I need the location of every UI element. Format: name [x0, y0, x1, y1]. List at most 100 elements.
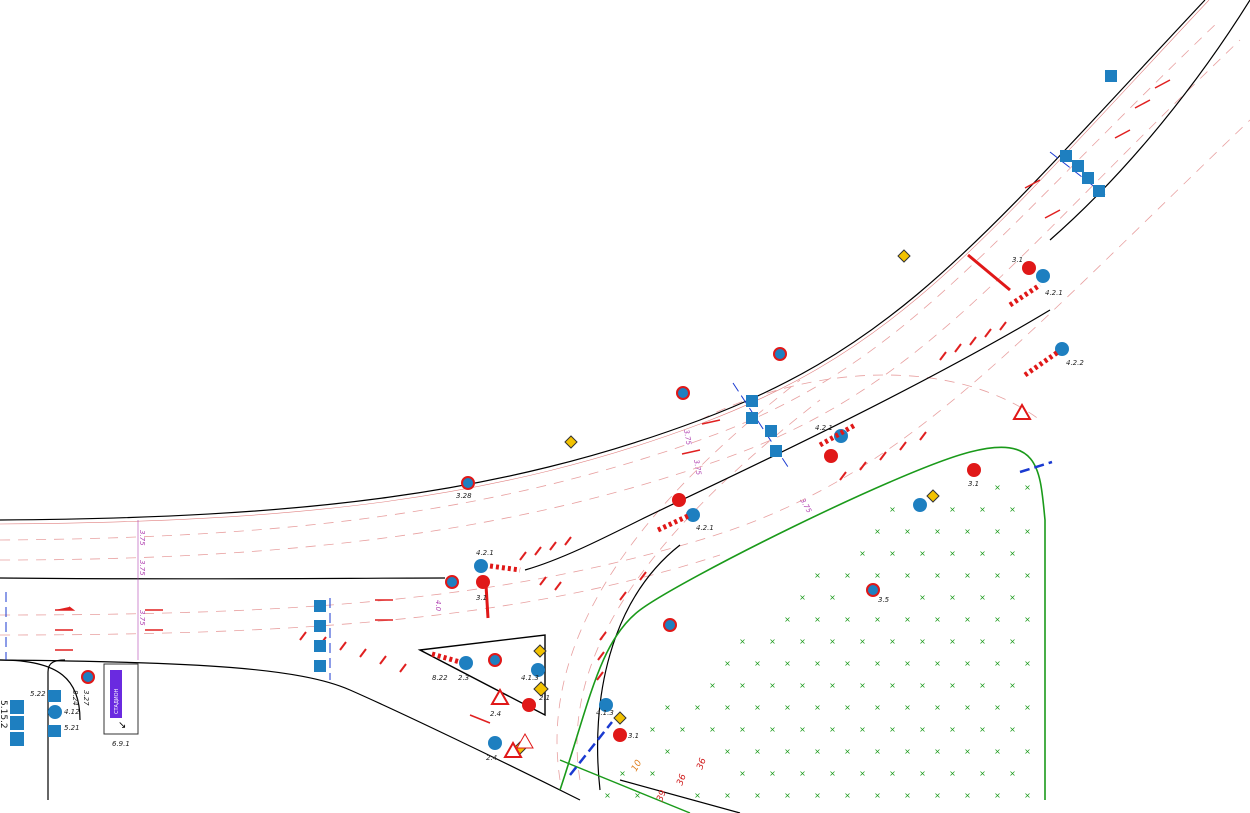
- label-2-3: 2.3: [458, 674, 469, 682]
- vegetation-mark: ×: [949, 549, 956, 558]
- vegetation-mark: ×: [1009, 681, 1016, 690]
- vegetation-mark: ×: [844, 659, 851, 668]
- vegetation-mark: ×: [919, 769, 926, 778]
- vegetation-mark: ×: [994, 615, 1001, 624]
- vegetation-mark: ×: [844, 703, 851, 712]
- vegetation-mark: ×: [1009, 505, 1016, 514]
- vegetation-mark: ×: [964, 791, 971, 800]
- vegetation-mark: ×: [949, 593, 956, 602]
- vegetation-mark: ×: [949, 505, 956, 514]
- vegetation-mark: ×: [994, 483, 1001, 492]
- vegetation-mark: ×: [634, 791, 641, 800]
- vegetation-mark: ×: [754, 791, 761, 800]
- vegetation-mark: ×: [964, 571, 971, 580]
- traffic-island-bollards: [431, 282, 1060, 665]
- vegetation-mark: ×: [784, 791, 791, 800]
- vegetation-mark: ×: [979, 681, 986, 690]
- vegetation-mark: ×: [829, 593, 836, 602]
- vegetation-mark: ×: [964, 747, 971, 756]
- vegetation-mark: ×: [694, 791, 701, 800]
- dimension-label: 39: [655, 789, 668, 803]
- label-3-28: 3.28: [456, 492, 472, 500]
- vegetation-mark: ×: [814, 791, 821, 800]
- label-3-1: 3.1: [628, 732, 639, 740]
- vegetation-mark: ×: [769, 769, 776, 778]
- road-dimensions: 39 36 36 10: [630, 757, 709, 803]
- vegetation-mark: ×: [1024, 615, 1031, 624]
- vegetation-mark: ×: [934, 615, 941, 624]
- vegetation-mark: ×: [889, 769, 896, 778]
- vegetation-mark: ×: [964, 659, 971, 668]
- vegetation-mark: ×: [934, 527, 941, 536]
- label-3-1: 3.1: [1012, 256, 1023, 264]
- vegetation-mark: ×: [784, 659, 791, 668]
- vegetation-mark: ×: [799, 725, 806, 734]
- label-4-2-1: 4.2.1: [1045, 289, 1063, 297]
- vegetation-mark: ×: [844, 571, 851, 580]
- vegetation-mark: ×: [649, 769, 656, 778]
- vegetation-mark: ×: [889, 725, 896, 734]
- dimension-label: 3.75: [138, 610, 146, 626]
- dimension-label: 10: [630, 758, 645, 773]
- vegetation-mark: ×: [904, 571, 911, 580]
- label-4-12: 4.12: [64, 708, 80, 716]
- label-8-22: 8.22: [432, 674, 448, 682]
- lane-width-dimensions: 3.75 3.75 3.75 4.0 3.75 3.75 3.75: [137, 429, 813, 660]
- green-area: × × × × × × × × × × × × × × × × × × × × × × × × × × × × × × × × × × × × × × × ×…: [559, 446, 1046, 813]
- vegetation-mark: ×: [814, 747, 821, 756]
- stop-lines: [484, 253, 1011, 619]
- vegetation-mark: ×: [904, 615, 911, 624]
- hatch-markings: [299, 321, 1007, 681]
- dimension-label: 3.75: [138, 560, 146, 576]
- vegetation-mark: ×: [949, 681, 956, 690]
- vegetation-marks: × × × × × × × × × × × × × × × × × × × × × × × × × × × × × × × × × × × × × × × ×…: [604, 483, 1031, 800]
- vegetation-mark: ×: [859, 725, 866, 734]
- vegetation-mark: ×: [859, 637, 866, 646]
- vegetation-mark: ×: [739, 769, 746, 778]
- vegetation-mark: ×: [919, 549, 926, 558]
- label-4-1-3: 4.1.3: [521, 674, 539, 682]
- lane-direction-sign: [10, 70, 1117, 746]
- vegetation-mark: ×: [739, 637, 746, 646]
- vegetation-mark: ×: [874, 571, 881, 580]
- vegetation-mark: ×: [799, 769, 806, 778]
- label-6-9-1: 6.9.1: [112, 740, 130, 748]
- vegetation-mark: ×: [964, 527, 971, 536]
- road-signs: СТАДИОН ↘: [10, 70, 1117, 758]
- vegetation-mark: ×: [709, 681, 716, 690]
- vegetation-mark: ×: [994, 571, 1001, 580]
- vegetation-mark: ×: [1024, 659, 1031, 668]
- vegetation-mark: ×: [994, 747, 1001, 756]
- vegetation-mark: ×: [829, 637, 836, 646]
- vegetation-mark: ×: [919, 725, 926, 734]
- vegetation-mark: ×: [874, 615, 881, 624]
- vegetation-mark: ×: [649, 725, 656, 734]
- vegetation-mark: ×: [1024, 483, 1031, 492]
- label-4-2-2: 4.2.2: [1066, 359, 1084, 367]
- vegetation-mark: ×: [724, 659, 731, 668]
- vegetation-mark: ×: [934, 703, 941, 712]
- vegetation-mark: ×: [934, 571, 941, 580]
- no-entry-signs: [476, 261, 1036, 742]
- vegetation-mark: ×: [1009, 769, 1016, 778]
- label-2-4: 2.4: [490, 710, 501, 718]
- vegetation-mark: ×: [724, 703, 731, 712]
- vegetation-mark: ×: [994, 791, 1001, 800]
- vegetation-mark: ×: [1024, 747, 1031, 756]
- info-board-arrow: ↘: [118, 720, 126, 731]
- vegetation-mark: ×: [619, 769, 626, 778]
- label-3-5: 3.5: [878, 596, 890, 604]
- vegetation-mark: ×: [979, 549, 986, 558]
- label-2-4: 2.4: [486, 754, 497, 762]
- vegetation-mark: ×: [859, 769, 866, 778]
- vegetation-mark: ×: [1024, 571, 1031, 580]
- vegetation-mark: ×: [784, 747, 791, 756]
- vegetation-mark: ×: [1024, 791, 1031, 800]
- vegetation-mark: ×: [739, 725, 746, 734]
- vegetation-mark: ×: [919, 637, 926, 646]
- label-5-21: 5.21: [64, 724, 80, 732]
- vegetation-mark: ×: [1009, 593, 1016, 602]
- vegetation-mark: ×: [904, 791, 911, 800]
- vegetation-mark: ×: [904, 747, 911, 756]
